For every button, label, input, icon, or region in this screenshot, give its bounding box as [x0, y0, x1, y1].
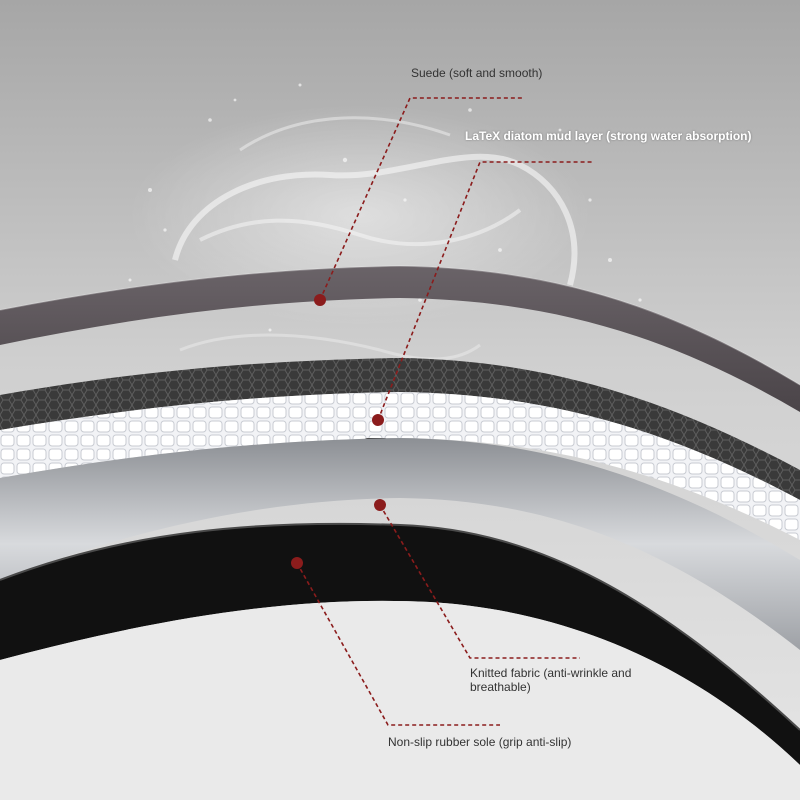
- leader-lines: [296, 97, 592, 726]
- water-splash: [93, 83, 642, 361]
- callout-dot-latex: [372, 414, 384, 426]
- leader-line-suede: [319, 97, 523, 301]
- callout-dot-suede: [314, 294, 326, 306]
- knitted-fabric-layer: [0, 438, 800, 650]
- label-latex: LaTeX diatom mud layer (strong water abs…: [465, 129, 752, 143]
- callout-dots: [291, 294, 386, 569]
- leader-line-knitted: [379, 504, 580, 659]
- bottom-surface: [0, 600, 800, 800]
- leader-line-rubber: [296, 562, 500, 726]
- label-suede: Suede (soft and smooth): [411, 66, 543, 80]
- suede-layer: [0, 266, 800, 412]
- leader-line-latex: [377, 161, 592, 421]
- callout-dot-knitted: [374, 499, 386, 511]
- latex-foam-layer: [0, 392, 800, 540]
- callout-dot-rubber: [291, 557, 303, 569]
- label-rubber: Non-slip rubber sole (grip anti-slip): [388, 735, 572, 749]
- mesh-layer: [0, 358, 800, 500]
- label-knitted: Knitted fabric (anti-wrinkle and breatha…: [470, 666, 632, 694]
- rubber-sole-layer: [0, 523, 800, 765]
